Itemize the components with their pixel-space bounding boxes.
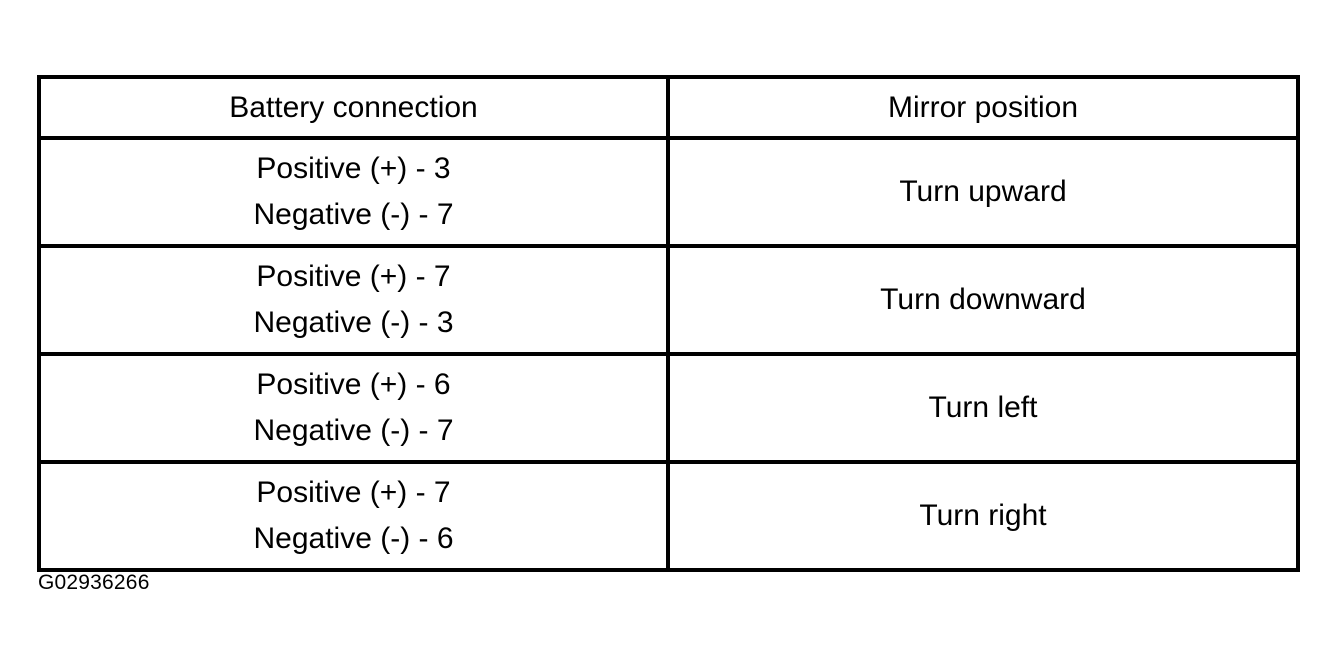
battery-connection-positive-line: Positive (+) - 6	[256, 368, 451, 401]
cell-mirror-position: Turn upward	[666, 136, 1300, 248]
cell-battery-connection: Positive (+) - 7 Negative (-) - 6	[37, 460, 670, 572]
battery-connection-mirror-position-table: Battery connection Mirror position Posit…	[37, 75, 1300, 572]
table-header-row: Battery connection Mirror position	[37, 75, 1300, 140]
battery-connection-positive-line: Positive (+) - 7	[256, 476, 451, 509]
table-row: Positive (+) - 7 Negative (-) - 3 Turn d…	[37, 244, 1300, 356]
column-header-mirror-position: Mirror position	[666, 75, 1300, 140]
table-body: Positive (+) - 3 Negative (-) - 7 Turn u…	[37, 136, 1300, 572]
cell-mirror-position: Turn left	[666, 352, 1300, 464]
battery-connection-negative-line: Negative (-) - 3	[253, 306, 454, 339]
cell-battery-connection: Positive (+) - 7 Negative (-) - 3	[37, 244, 670, 356]
battery-connection-negative-line: Negative (-) - 7	[253, 414, 454, 447]
cell-mirror-position: Turn right	[666, 460, 1300, 572]
battery-connection-negative-line: Negative (-) - 7	[253, 198, 454, 231]
table-row: Positive (+) - 3 Negative (-) - 7 Turn u…	[37, 136, 1300, 248]
cell-battery-connection: Positive (+) - 3 Negative (-) - 7	[37, 136, 670, 248]
cell-mirror-position: Turn downward	[666, 244, 1300, 356]
battery-connection-positive-line: Positive (+) - 3	[256, 152, 451, 185]
cell-battery-connection: Positive (+) - 6 Negative (-) - 7	[37, 352, 670, 464]
table-row: Positive (+) - 7 Negative (-) - 6 Turn r…	[37, 460, 1300, 572]
table-header: Battery connection Mirror position	[37, 75, 1300, 140]
battery-connection-positive-line: Positive (+) - 7	[256, 260, 451, 293]
figure-caption: G02936266	[38, 571, 150, 594]
table-row: Positive (+) - 6 Negative (-) - 7 Turn l…	[37, 352, 1300, 464]
column-header-battery-connection: Battery connection	[37, 75, 670, 140]
battery-connection-negative-line: Negative (-) - 6	[253, 522, 454, 555]
